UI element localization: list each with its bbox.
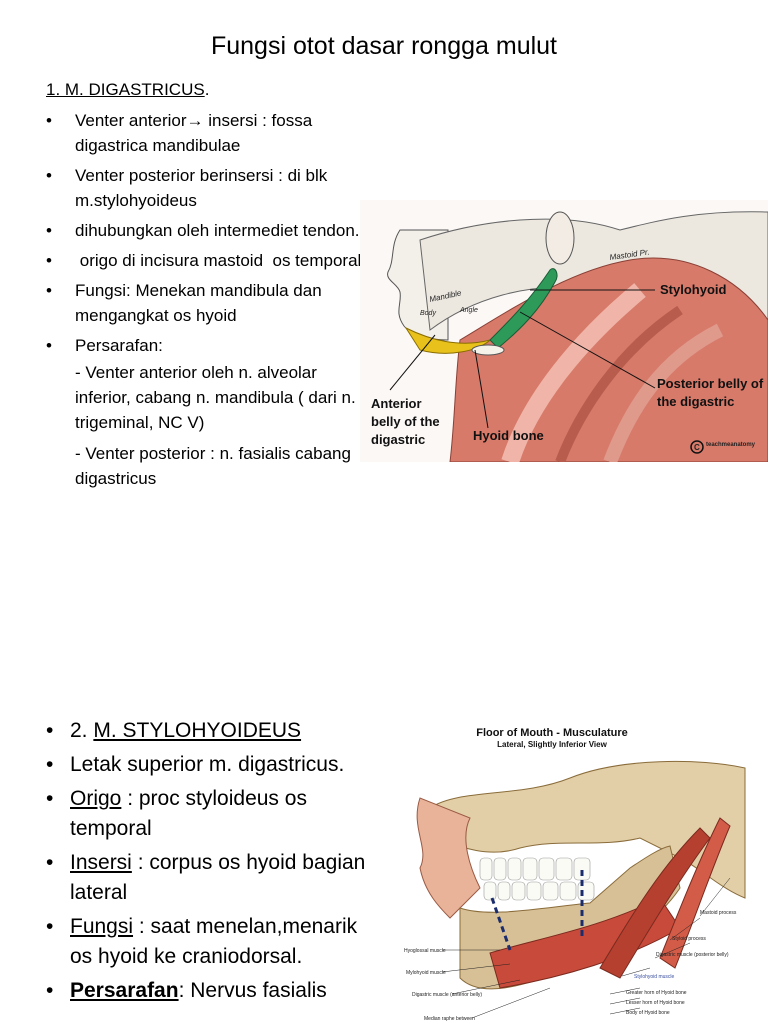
bullet-dot: •	[46, 111, 52, 130]
sub-line: - Venter anterior oleh n. alveolar infer…	[75, 363, 356, 432]
bullet-text: Persarafan:	[75, 336, 163, 355]
bullet-text: : Nervus fasialis	[178, 979, 327, 1002]
bullet-text: : saat menelan,menarik os hyoid ke crani…	[70, 915, 358, 968]
bullet-underlined-text: Fungsi	[70, 915, 134, 938]
bullet-text: : proc styloideus os temporal	[70, 787, 307, 840]
bullet-underlined-text: Origo	[70, 787, 122, 810]
digastric-illustration-svg: Mastoid Pr. Mandible Body Angle Stylohyo…	[371, 211, 768, 462]
hyoglossal-label: Hyoglossal muscle	[404, 948, 446, 954]
bullet-dot: •	[46, 979, 54, 1002]
bullet-text: insersi : fossa digastrica mandibulae	[75, 111, 313, 155]
credit-label: teachmeanatomy	[706, 442, 756, 448]
floor-of-mouth-svg: Floor of Mouth - Musculature Lateral, Sl…	[404, 727, 746, 1022]
anterior-belly-label-line2: belly of the	[371, 414, 440, 429]
bullet-text: Venter anterior	[75, 111, 187, 130]
bullet-underlined-text: M. STYLOHYOIDEUS	[93, 719, 302, 742]
bullet-dot: •	[46, 719, 54, 742]
copyright-glyph: C	[694, 443, 700, 452]
posterior-belly-label: Posterior belly of	[657, 376, 764, 391]
bullet-text: dihubungkan oleh intermediet tendon.	[75, 221, 360, 240]
anterior-belly-label-line3: digastric	[371, 432, 425, 447]
bullet-dot: •	[46, 753, 54, 776]
bullet-dot: •	[46, 251, 52, 270]
list-item: • Venter posterior berinsersi : di blk m.…	[46, 163, 366, 213]
bullet-text: Fungsi: Menekan mandibula dan mengangkat…	[75, 281, 322, 325]
angle-label: Angle	[459, 307, 478, 314]
body-label: Body	[420, 310, 436, 317]
median-raphe-label: Median raphe between	[424, 1016, 475, 1022]
mylohyoid-label: Mylohyoid muscle	[406, 970, 446, 976]
lesser-horn-label: Lesser horn of Hyoid bone	[626, 1000, 685, 1006]
bullet-underlined-text: Insersi	[70, 851, 132, 874]
list-item: • origo di incisura mastoid os temporal	[46, 248, 366, 273]
floor-of-mouth-illustration: Floor of Mouth - Musculature Lateral, Sl…	[400, 718, 768, 1024]
bullet-text: : corpus os hyoid bagian lateral	[70, 851, 366, 904]
bullet-text: 2.	[70, 719, 94, 742]
list-item: • dihubungkan oleh intermediet tendon.	[46, 218, 366, 243]
list-item: • 2. M. STYLOHYOIDEUS	[46, 716, 376, 746]
bullet-text: origo di incisura mastoid os temporal	[75, 251, 362, 270]
bullet-dot: •	[46, 221, 52, 240]
section1-bullet-list: • Venter anterior→ insersi : fossa digast…	[46, 108, 366, 491]
section2-bullet-list: • 2. M. STYLOHYOIDEUS • Letak superior m. …	[46, 716, 376, 1010]
anterior-belly-label: Anterior	[371, 396, 422, 411]
bullet-bold-text: Persarafan	[70, 979, 179, 1002]
styloid-process-label: Styloid process	[672, 936, 706, 942]
digastric-anterior-label: Digastric muscle (anterior belly)	[412, 992, 482, 998]
hyoid-body-label: Body of Hyoid bone	[626, 1010, 670, 1016]
stylohyoid-label: Stylohyoid	[660, 282, 727, 297]
figure2-title: Floor of Mouth - Musculature	[476, 727, 628, 739]
list-item: • Persarafan:	[46, 333, 366, 358]
page-title: Fungsi otot dasar rongga mulut	[210, 32, 558, 60]
copyright-icon	[690, 440, 704, 454]
list-item: • Insersi : corpus os hyoid bagian latera…	[46, 848, 376, 908]
bullet-dot: •	[46, 166, 52, 185]
bullet-text: Venter posterior berinsersi : di blk m.s…	[75, 166, 328, 210]
stylohyoid-muscle-label: Stylohyoid muscle	[634, 974, 675, 980]
hyoid-bone-label: Hyoid bone	[473, 428, 544, 443]
bullet-dot: •	[46, 915, 54, 938]
section1-heading-text: 1. M. DIGASTRICUS	[46, 80, 205, 99]
figure2-subtitle: Lateral, Slightly Inferior View	[497, 740, 607, 749]
sub-line: - Venter posterior : n. fasialis cabang …	[75, 444, 351, 488]
greater-horn-label: Greater horn of Hyoid bone	[626, 990, 687, 996]
bullet-dot: •	[46, 851, 54, 874]
section1-heading: 1. M. DIGASTRICUS.	[46, 80, 209, 100]
section1-heading-suffix: .	[204, 80, 210, 99]
posterior-belly-label-line2: the digastric	[657, 394, 734, 409]
bullet-dot: •	[46, 281, 52, 300]
list-item: • Fungsi: Menekan mandibula dan mengangka…	[46, 278, 366, 328]
bullet-dot: •	[46, 787, 54, 810]
list-item: • Letak superior m. digastricus.	[46, 750, 376, 780]
list-item: • Venter anterior→ insersi : fossa digast…	[46, 108, 366, 158]
arrow-right-icon: →	[186, 111, 204, 130]
mastoid-process-label: Mastoid process	[700, 910, 737, 916]
digastric-posterior-label: Digastric muscle (posterior belly)	[656, 952, 729, 958]
list-item: • Persarafan: Nervus fasialis	[46, 976, 376, 1006]
digastric-illustration: Mastoid Pr. Mandible Body Angle Stylohyo…	[360, 200, 768, 462]
list-item: • Origo : proc styloideus os temporal	[46, 784, 376, 844]
bullet-text: Letak superior m. digastricus.	[70, 753, 345, 776]
list-item: • Fungsi : saat menelan,menarik os hyoid …	[46, 912, 376, 972]
bullet-dot: •	[46, 336, 52, 355]
